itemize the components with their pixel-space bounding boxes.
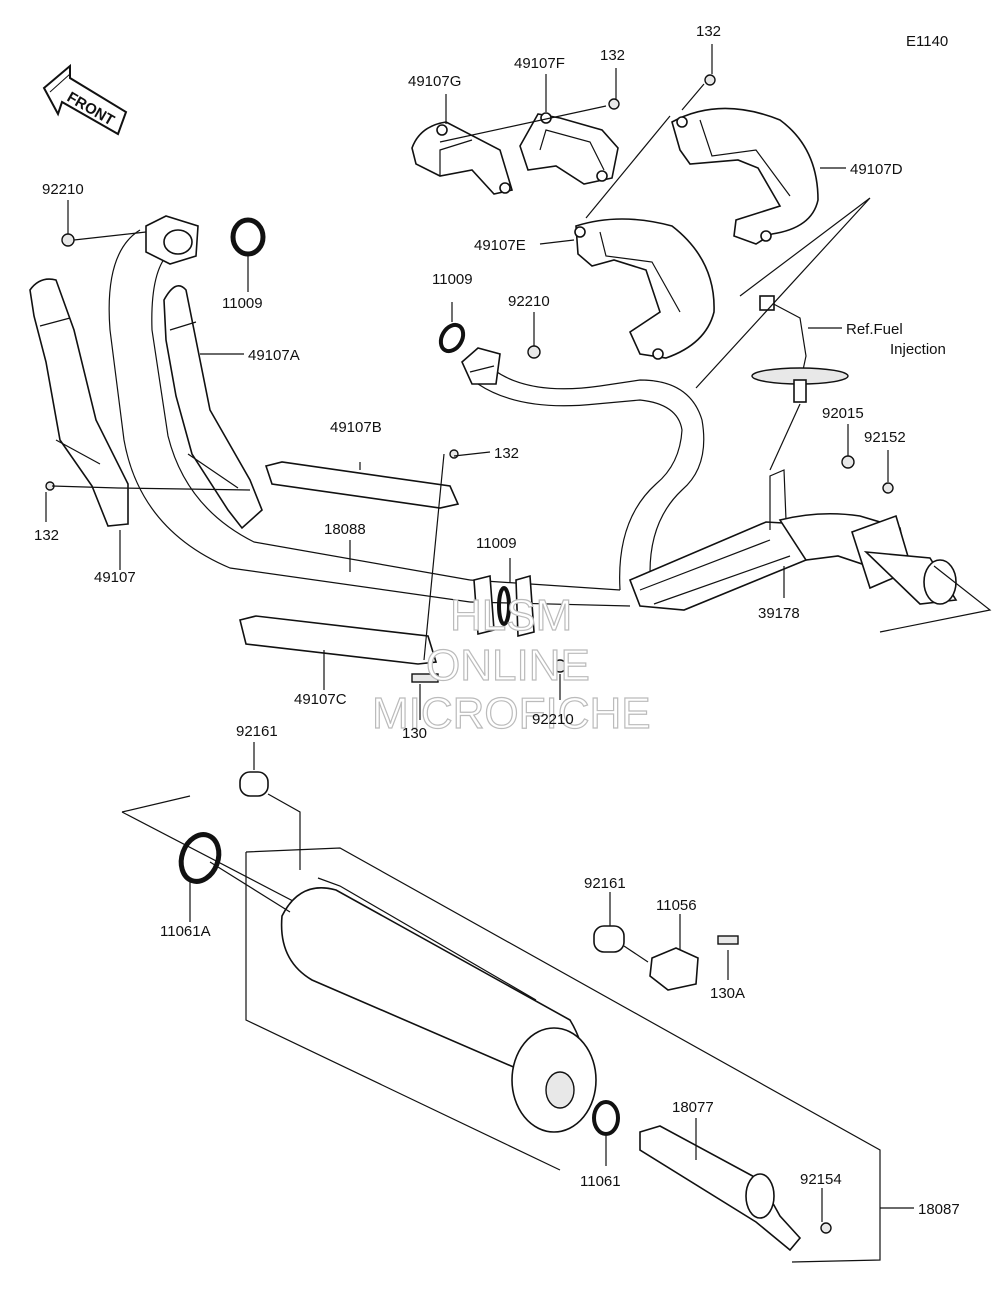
label-11061a: 11061A (160, 923, 211, 940)
header-pipe-right (461, 347, 705, 591)
joint-flanges (469, 574, 631, 638)
label-132-left: 132 (34, 527, 59, 544)
watermark-line-1: HLSM (450, 591, 572, 640)
label-49107b: 49107B (330, 419, 382, 436)
label-130a: 130A (710, 985, 745, 1002)
label-11056: 11056 (656, 897, 697, 914)
label-39178: 39178 (758, 605, 800, 622)
label-92161-top: 92161 (236, 723, 278, 740)
heat-shield-49107 (29, 278, 129, 527)
front-arrow-icon (42, 63, 128, 136)
nuts-bolts (45, 74, 894, 1234)
watermark: HLSM ONLINE MICROFICHE (371, 590, 651, 738)
label-132-top: 132 (696, 23, 721, 40)
heat-shield-49107b (264, 461, 460, 509)
heat-shield-49107f (519, 112, 619, 185)
heat-shield-49107e (574, 218, 715, 360)
label-130: 130 (402, 725, 427, 742)
heat-shield-49107d (671, 107, 819, 245)
label-11061: 11061 (580, 1173, 621, 1190)
muffler-parts-small (239, 771, 802, 1252)
label-49107a: 49107A (248, 347, 300, 364)
label-18088: 18088 (324, 521, 366, 538)
label-92154: 92154 (800, 1171, 842, 1188)
label-49107f: 49107F (514, 55, 565, 72)
label-18077: 18077 (672, 1099, 714, 1116)
label-11009-left: 11009 (222, 295, 263, 312)
label-49107g: 49107G (408, 73, 461, 90)
label-92210-left: 92210 (42, 181, 84, 198)
label-11009-mid: 11009 (432, 271, 473, 288)
label-92015: 92015 (822, 405, 864, 422)
header-pipe-18088 (108, 215, 471, 603)
label-132-right: 132 (494, 445, 519, 462)
gasket-rings (178, 217, 620, 1136)
diagram-code: E1140 (906, 33, 948, 50)
heat-shield-49107a (163, 284, 263, 530)
label-92210-mid: 92210 (508, 293, 550, 310)
label-92161-mid: 92161 (584, 875, 626, 892)
leader-lines (45, 44, 992, 1222)
ref-label-line-2: Injection (890, 341, 946, 358)
ref-label-line-1: Ref.Fuel (846, 321, 903, 338)
watermark-line-2: ONLINE (426, 641, 590, 690)
label-49107d: 49107D (850, 161, 903, 178)
label-49107e: 49107E (474, 237, 526, 254)
muffler-18087 (121, 795, 881, 1263)
watermark-line-3: MICROFICHE (372, 689, 651, 738)
label-49107c: 49107C (294, 691, 347, 708)
label-11009-low: 11009 (476, 535, 517, 552)
o2-sensor (751, 295, 849, 403)
label-49107: 49107 (94, 569, 136, 586)
label-18087: 18087 (918, 1201, 960, 1218)
label-132-mid: 132 (600, 47, 625, 64)
heat-shield-49107c (239, 615, 438, 665)
heat-shield-49107g (411, 121, 514, 195)
label-92152: 92152 (864, 429, 906, 446)
label-92210-low: 92210 (532, 711, 574, 728)
muffler-inlet-flange (851, 514, 958, 605)
